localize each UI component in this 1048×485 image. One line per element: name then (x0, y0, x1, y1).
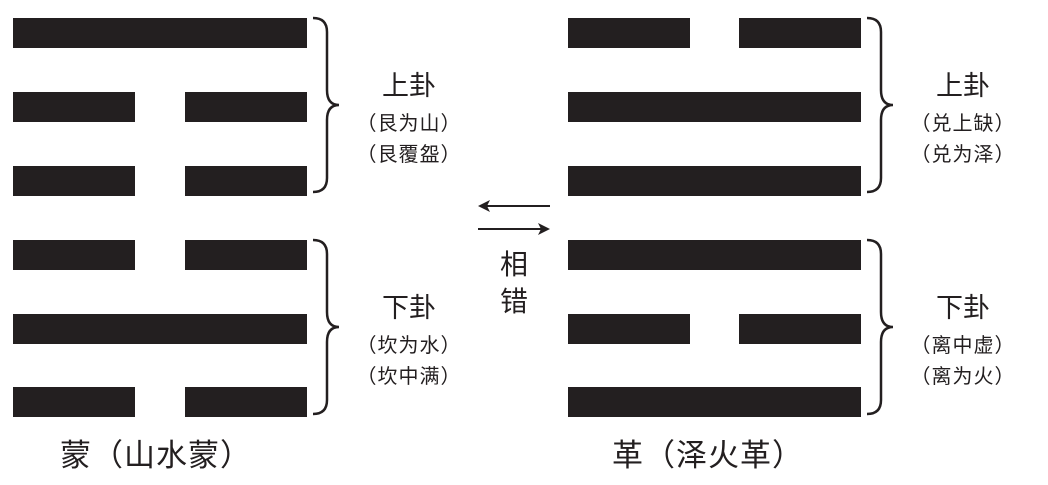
left-hexagram-name: 蒙（山水蒙） (60, 438, 252, 474)
yin-segment (13, 166, 135, 196)
yang-segment (13, 18, 307, 48)
relation-char: 错 (499, 285, 528, 318)
right-upper-brace (866, 16, 894, 194)
yang-segment (568, 240, 861, 270)
trigram-alias: （兑上缺） (910, 111, 1016, 135)
right-line-2 (568, 92, 861, 122)
trigram-alias: （坎中满） (356, 364, 462, 388)
yin-segment (568, 18, 690, 48)
trigram-alias: （艮覆盌） (356, 142, 462, 166)
trigram-title: 上卦 (382, 71, 436, 102)
left-upper-trigram-label: 上卦 （艮为山） （艮覆盌） (334, 70, 484, 170)
right-line-4 (568, 240, 861, 270)
yin-segment (13, 92, 135, 122)
right-lower-trigram-label: 下卦 （离中虚） （离为火） (888, 292, 1038, 392)
left-lower-trigram-label: 下卦 （坎为水） （坎中满） (334, 292, 484, 392)
right-line-5 (568, 314, 861, 344)
relation-char: 相 (499, 248, 528, 281)
trigram-alias: （坎为水） (356, 333, 462, 357)
yin-segment (185, 387, 307, 417)
left-line-3 (13, 166, 307, 196)
yin-segment (185, 240, 307, 270)
trigram-alias: （离中虚） (910, 333, 1016, 357)
right-line-3 (568, 166, 861, 196)
trigram-title: 下卦 (936, 293, 990, 324)
yin-segment (739, 314, 861, 344)
yin-segment (568, 314, 690, 344)
left-line-1 (13, 18, 307, 48)
right-hexagram-name: 革（泽火革） (612, 438, 804, 474)
right-lower-brace (866, 238, 894, 416)
yang-segment (568, 387, 861, 417)
right-line-1 (568, 18, 861, 48)
left-line-4 (13, 240, 307, 270)
trigram-alias: （离为火） (910, 364, 1016, 388)
yin-segment (13, 240, 135, 270)
relation-label: 相 错 (476, 246, 552, 320)
right-line-6 (568, 387, 861, 417)
exchange-arrows-icon (478, 200, 550, 235)
yin-segment (739, 18, 861, 48)
left-upper-brace (312, 16, 340, 194)
left-line-5 (13, 314, 307, 344)
right-upper-trigram-label: 上卦 （兑上缺） （兑为泽） (888, 70, 1038, 170)
trigram-alias: （兑为泽） (910, 142, 1016, 166)
yang-segment (568, 92, 861, 122)
trigram-alias: （艮为山） (356, 111, 462, 135)
yin-segment (185, 166, 307, 196)
trigram-title: 下卦 (382, 293, 436, 324)
trigram-title: 上卦 (936, 71, 990, 102)
yin-segment (13, 387, 135, 417)
left-lower-brace (312, 238, 340, 416)
left-line-2 (13, 92, 307, 122)
left-line-6 (13, 387, 307, 417)
yang-segment (13, 314, 307, 344)
yin-segment (185, 92, 307, 122)
yang-segment (568, 166, 861, 196)
